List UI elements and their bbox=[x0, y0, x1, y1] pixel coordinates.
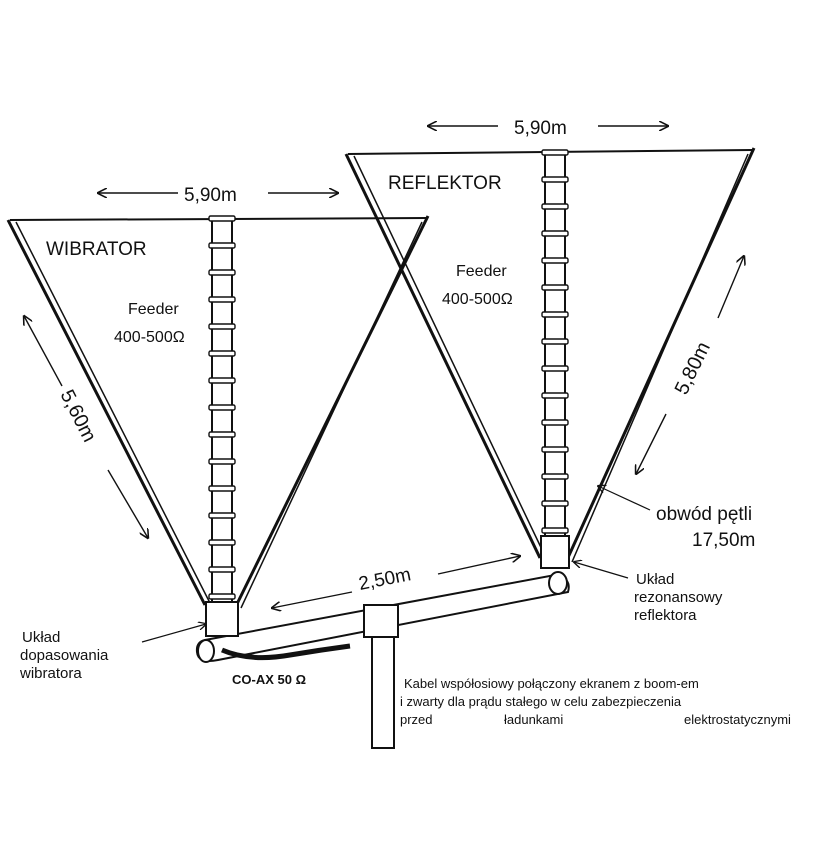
label-obwod-line1: obwód pętli bbox=[656, 504, 752, 525]
label-coax: CO-AX 50 Ω bbox=[232, 672, 306, 687]
feeder-spacer bbox=[541, 365, 569, 372]
dim-arrow-boom bbox=[272, 591, 353, 608]
feeder-spacer bbox=[541, 392, 569, 399]
label-uklad-rezonansowy-1: Układ bbox=[636, 571, 674, 588]
label-reflektor: REFLEKTOR bbox=[388, 173, 502, 194]
feeder-spacer bbox=[208, 269, 236, 276]
label-feeder-left-impedance: 400-500Ω bbox=[114, 329, 185, 346]
feeder-spacer bbox=[541, 203, 569, 210]
reflektor-loop bbox=[344, 147, 756, 563]
feeder-ladder-right bbox=[541, 149, 569, 536]
feeder-spacer bbox=[208, 593, 236, 600]
feeder-spacer bbox=[208, 323, 236, 330]
label-feeder-right: Feeder bbox=[456, 263, 507, 280]
feeder-spacer bbox=[208, 377, 236, 384]
dim-arrow-reflektor-side-2 bbox=[636, 413, 667, 474]
pointer-uklad-rezonansowy bbox=[574, 562, 629, 579]
feeder-spacer bbox=[208, 512, 236, 519]
label-width-reflektor: 5,90m bbox=[514, 118, 567, 139]
feeder-spacer bbox=[208, 431, 236, 438]
feeder-spacer bbox=[541, 338, 569, 345]
pointer-uklad-dopasowania bbox=[141, 624, 206, 643]
feeder-spacer bbox=[208, 350, 236, 357]
feeder-spacer bbox=[541, 311, 569, 318]
note-line-3a: przed bbox=[400, 712, 433, 727]
feeder-spacer bbox=[541, 149, 569, 156]
label-uklad-rezonansowy-2: rezonansowy bbox=[634, 589, 723, 606]
feeder-spacer bbox=[208, 215, 236, 222]
label-boom-length: 2,50m bbox=[357, 564, 413, 595]
note-line-2: i zwarty dla prądu stałego w celu zabezp… bbox=[400, 694, 682, 709]
label-feeder-right-impedance: 400-500Ω bbox=[442, 291, 513, 308]
label-side-wibrator: 5,60m bbox=[56, 386, 101, 446]
label-uklad-dopasowania-2: dopasowania bbox=[20, 647, 109, 664]
note-line-1: Kabel współosiowy połączony ekranem z bo… bbox=[404, 676, 699, 691]
label-obwod-line2: 17,50m bbox=[692, 530, 755, 551]
label-wibrator: WIBRATOR bbox=[46, 239, 147, 260]
feeder-spacer bbox=[541, 446, 569, 453]
feeder-spacer bbox=[208, 566, 236, 573]
feeder-spacer bbox=[541, 527, 569, 534]
feeder-spacer bbox=[208, 539, 236, 546]
coax-cable bbox=[221, 643, 351, 661]
feeder-spacer bbox=[208, 404, 236, 411]
note-line-3c: elektrostatycznymi bbox=[684, 712, 791, 727]
label-width-wibrator: 5,90m bbox=[184, 185, 237, 206]
label-uklad-rezonansowy-3: reflektora bbox=[634, 607, 697, 624]
feeder-spacer bbox=[541, 284, 569, 291]
feeder-spacer bbox=[208, 485, 236, 492]
pointer-obwod bbox=[598, 486, 651, 511]
label-uklad-dopasowania-1: Układ bbox=[22, 629, 60, 646]
resonant-unit-box bbox=[540, 535, 570, 569]
note-line-3b: ładunkami bbox=[504, 712, 563, 727]
feeder-spacer bbox=[541, 176, 569, 183]
boom bbox=[195, 571, 570, 663]
feeder-spacer bbox=[541, 257, 569, 264]
label-uklad-dopasowania-3: wibratora bbox=[19, 665, 82, 682]
feeder-spacer bbox=[208, 296, 236, 303]
feeder-spacer bbox=[541, 419, 569, 426]
matching-unit-box bbox=[205, 601, 239, 637]
label-side-reflektor: 5,80m bbox=[671, 339, 715, 399]
feeder-ladder-left bbox=[208, 215, 236, 602]
mast bbox=[371, 629, 395, 749]
dim-arrow-reflektor-side bbox=[717, 256, 744, 319]
feeder-spacer bbox=[208, 458, 236, 465]
feeder-spacer bbox=[541, 230, 569, 237]
dim-arrow-wibrator-side-2 bbox=[107, 469, 148, 538]
dim-arrow-boom-2 bbox=[437, 556, 520, 575]
dim-arrow-wibrator-side bbox=[24, 316, 63, 387]
feeder-spacer bbox=[541, 473, 569, 480]
feeder-spacer bbox=[541, 500, 569, 507]
feeder-spacer bbox=[208, 242, 236, 249]
label-feeder-left: Feeder bbox=[128, 301, 179, 318]
